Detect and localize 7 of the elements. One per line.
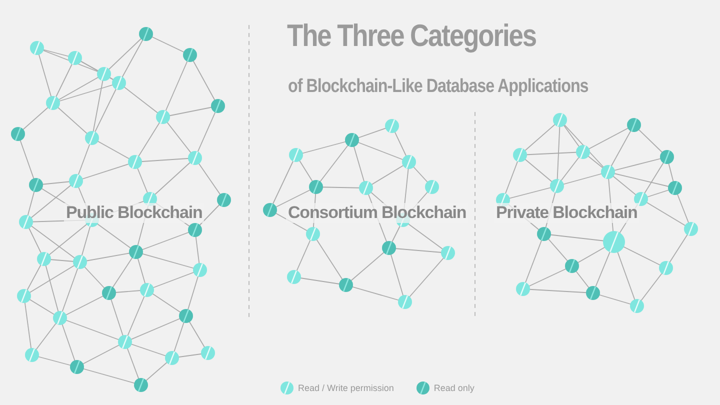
network-label: Public Blockchain [64, 203, 204, 223]
network-label: Private Blockchain [494, 203, 640, 223]
subtitle: of Blockchain-Like Database Applications [288, 76, 588, 98]
legend-text: Read only [434, 383, 474, 393]
network-label: Consortium Blockchain [286, 203, 468, 223]
title: The Three Categories [287, 18, 536, 54]
legend-text: Read / Write permission [298, 383, 394, 393]
